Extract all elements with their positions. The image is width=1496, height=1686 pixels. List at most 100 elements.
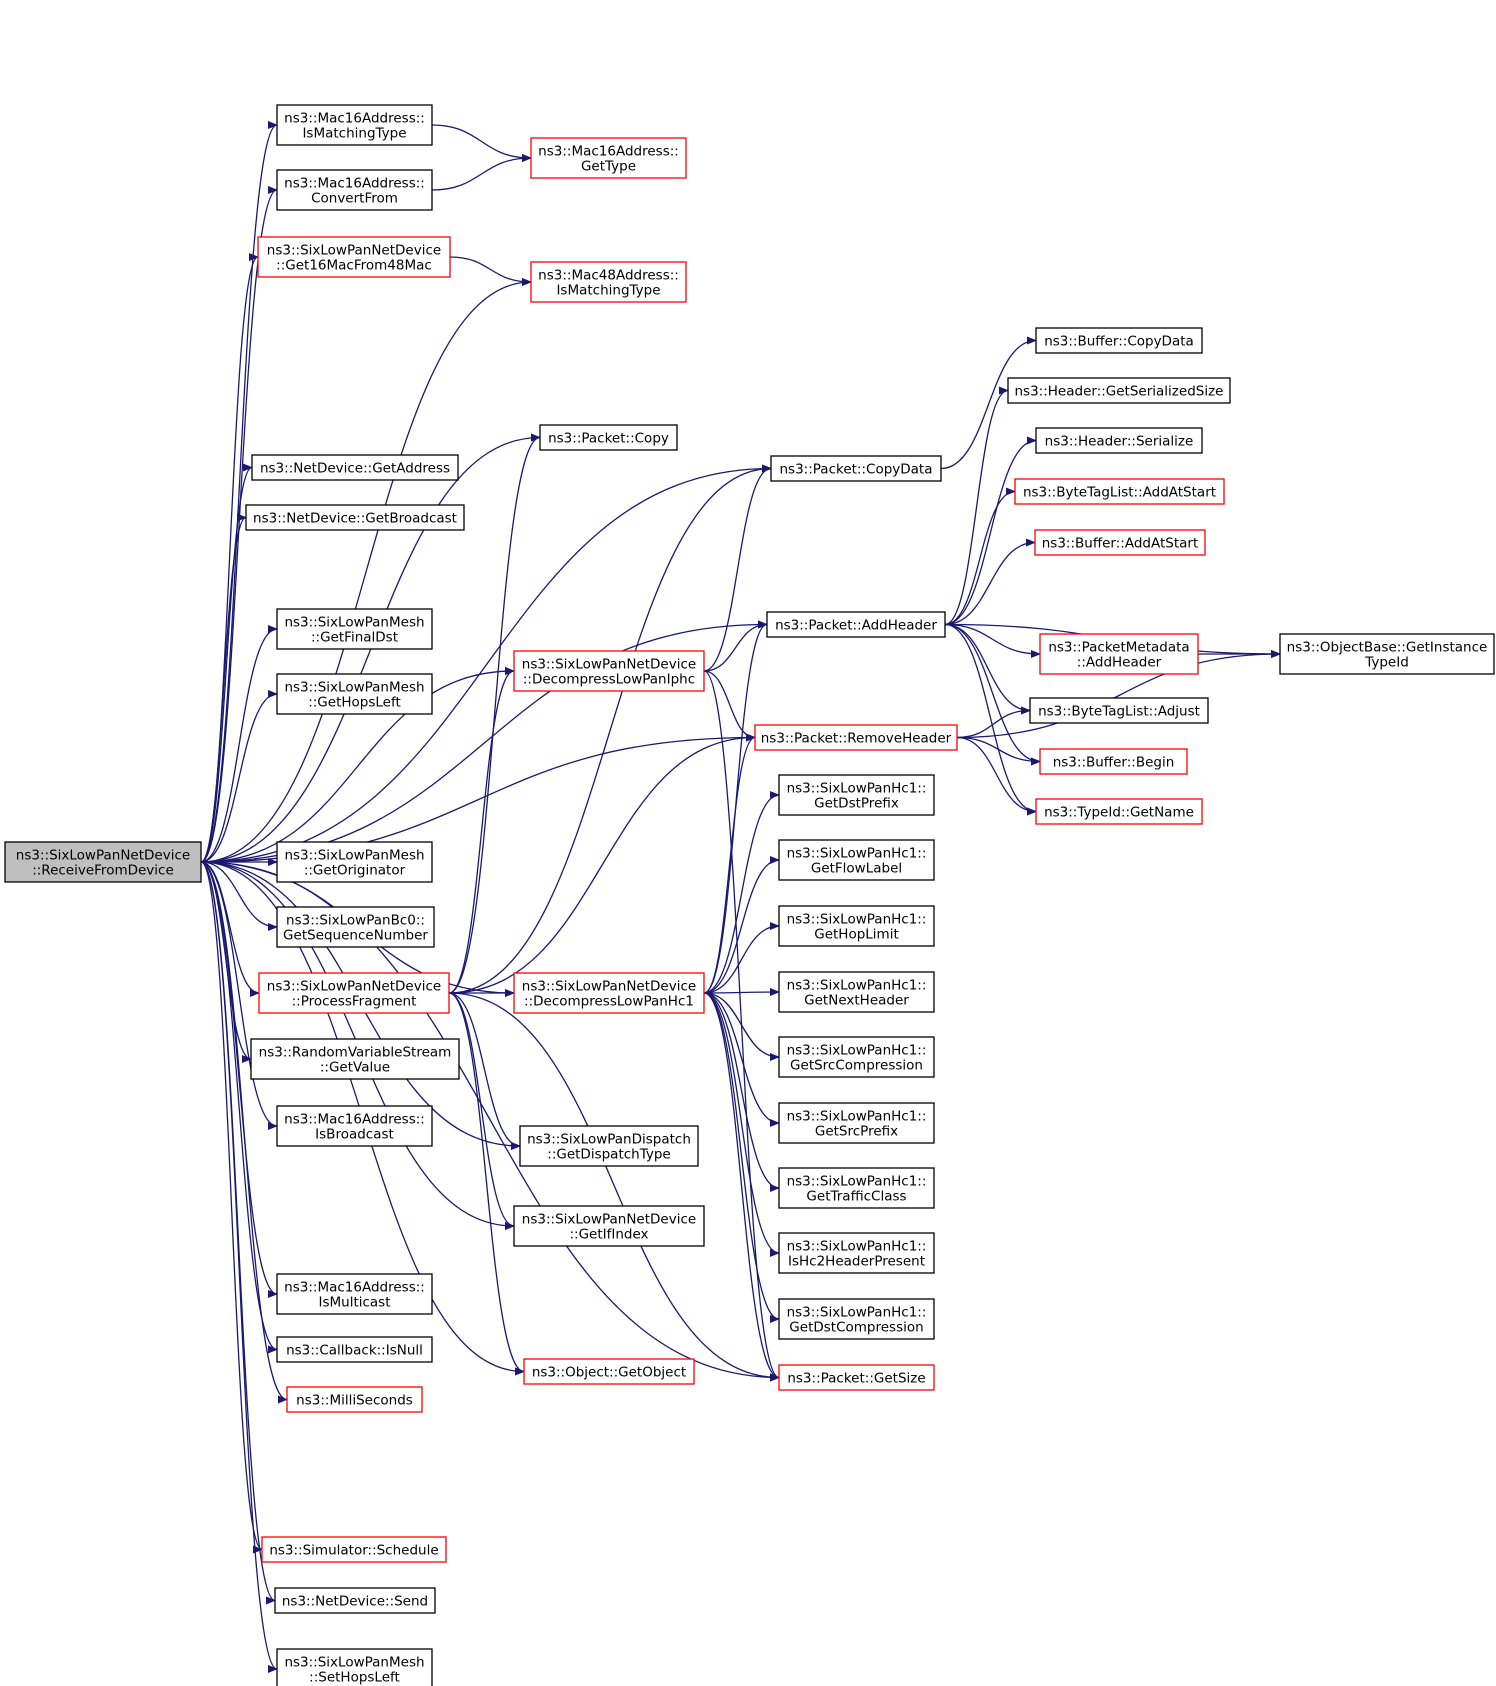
node-hc1-hop-limit[interactable]: ns3::SixLowPanHc1::GetHopLimit	[778, 905, 935, 947]
node-hc1-traffic[interactable]: ns3::SixLowPanHc1::GetTrafficClass	[778, 1167, 935, 1209]
node-hdr-ser-size[interactable]: ns3::Header::GetSerializedSize	[1007, 377, 1231, 404]
node-dispatch-type[interactable]: ns3::SixLowPanDispatch::GetDispatchType	[519, 1125, 699, 1167]
node-btl-adjust[interactable]: ns3::ByteTagList::Adjust	[1029, 697, 1209, 724]
node-box[interactable]	[261, 1536, 447, 1563]
node-m48-is-matching[interactable]: ns3::Mac48Address::IsMatchingType	[530, 261, 687, 303]
node-box[interactable]	[1014, 478, 1225, 505]
node-box[interactable]	[257, 236, 451, 278]
node-pm-add-header[interactable]: ns3::PacketMetadata::AddHeader	[1039, 633, 1199, 675]
node-hc1-src-comp[interactable]: ns3::SixLowPanHc1::GetSrcCompression	[778, 1036, 935, 1078]
node-box[interactable]	[1035, 327, 1203, 354]
node-box[interactable]	[1007, 377, 1231, 404]
node-box[interactable]	[276, 1336, 433, 1363]
node-box[interactable]	[276, 1105, 433, 1147]
node-packet-copy[interactable]: ns3::Packet::Copy	[539, 424, 678, 451]
node-box[interactable]	[513, 1205, 705, 1247]
node-hc1-src-prefix[interactable]: ns3::SixLowPanHc1::GetSrcPrefix	[778, 1102, 935, 1144]
node-box[interactable]	[276, 1273, 433, 1315]
node-m16-get-type[interactable]: ns3::Mac16Address::GetType	[530, 137, 687, 179]
node-sim-schedule[interactable]: ns3::Simulator::Schedule	[261, 1536, 447, 1563]
node-mesh-hops-left[interactable]: ns3::SixLowPanMesh::GetHopsLeft	[276, 673, 433, 715]
node-box[interactable]	[754, 724, 958, 751]
node-box[interactable]	[778, 1232, 935, 1274]
node-box[interactable]	[1279, 633, 1495, 675]
node-hc1-flow-label[interactable]: ns3::SixLowPanHc1::GetFlowLabel	[778, 839, 935, 881]
node-box[interactable]	[1029, 697, 1209, 724]
node-buf-add-at-start[interactable]: ns3::Buffer::AddAtStart	[1034, 529, 1206, 556]
node-box[interactable]	[530, 137, 687, 179]
node-packet-get-size[interactable]: ns3::Packet::GetSize	[778, 1364, 935, 1391]
node-box[interactable]	[250, 1038, 460, 1080]
node-milli-seconds[interactable]: ns3::MilliSeconds	[286, 1386, 423, 1413]
node-box[interactable]	[778, 1036, 935, 1078]
node-box[interactable]	[1035, 427, 1203, 454]
node-net-dev-send[interactable]: ns3::NetDevice::Send	[274, 1587, 436, 1614]
node-box[interactable]	[778, 971, 935, 1013]
node-object-get-object[interactable]: ns3::Object::GetObject	[523, 1358, 695, 1385]
node-box[interactable]	[276, 673, 433, 715]
node-box[interactable]	[274, 1587, 436, 1614]
node-box[interactable]	[778, 1167, 935, 1209]
node-box[interactable]	[251, 454, 459, 481]
node-box[interactable]	[770, 455, 942, 482]
node-get16-mac[interactable]: ns3::SixLowPanNetDevice::Get16MacFrom48M…	[257, 236, 451, 278]
node-box[interactable]	[276, 841, 433, 883]
node-decomp-hc1[interactable]: ns3::SixLowPanNetDevice::DecompressLowPa…	[513, 972, 705, 1014]
node-get-broadcast[interactable]: ns3::NetDevice::GetBroadcast	[245, 504, 465, 531]
node-box[interactable]	[778, 1298, 935, 1340]
node-box[interactable]	[513, 972, 705, 1014]
node-hc1-dst-comp[interactable]: ns3::SixLowPanHc1::GetDstCompression	[778, 1298, 935, 1340]
node-m16-convert[interactable]: ns3::Mac16Address::ConvertFrom	[276, 169, 433, 211]
node-rvs-get-value[interactable]: ns3::RandomVariableStream::GetValue	[250, 1038, 460, 1080]
node-m16-is-multicast[interactable]: ns3::Mac16Address::IsMulticast	[276, 1273, 433, 1315]
node-box[interactable]	[276, 906, 435, 948]
node-box[interactable]	[286, 1386, 423, 1413]
node-box[interactable]	[276, 608, 433, 650]
node-mesh-final-dst[interactable]: ns3::SixLowPanMesh::GetFinalDst	[276, 608, 433, 650]
node-buf-begin[interactable]: ns3::Buffer::Begin	[1039, 748, 1188, 775]
node-process-fragment[interactable]: ns3::SixLowPanNetDevice::ProcessFragment	[258, 972, 450, 1014]
node-box[interactable]	[276, 104, 433, 146]
node-hc1-next-header[interactable]: ns3::SixLowPanHc1::GetNextHeader	[778, 971, 935, 1013]
node-mesh-originator[interactable]: ns3::SixLowPanMesh::GetOriginator	[276, 841, 433, 883]
node-get-address[interactable]: ns3::NetDevice::GetAddress	[251, 454, 459, 481]
node-mesh-set-hops-left[interactable]: ns3::SixLowPanMesh::SetHopsLeft	[276, 1648, 433, 1686]
node-box[interactable]	[778, 1364, 935, 1391]
node-box[interactable]	[276, 169, 433, 211]
node-hc1-hc2-present[interactable]: ns3::SixLowPanHc1::IsHc2HeaderPresent	[778, 1232, 935, 1274]
node-box[interactable]	[4, 841, 202, 883]
node-hc1-dst-prefix[interactable]: ns3::SixLowPanHc1::GetDstPrefix	[778, 774, 935, 816]
node-box[interactable]	[778, 1102, 935, 1144]
node-box[interactable]	[245, 504, 465, 531]
node-box[interactable]	[766, 611, 946, 638]
node-callback-is-null[interactable]: ns3::Callback::IsNull	[276, 1336, 433, 1363]
node-btl-add-at-start[interactable]: ns3::ByteTagList::AddAtStart	[1014, 478, 1225, 505]
node-box[interactable]	[1034, 529, 1206, 556]
node-bc0-seq[interactable]: ns3::SixLowPanBc0::GetSequenceNumber	[276, 906, 435, 948]
node-box[interactable]	[778, 774, 935, 816]
node-box[interactable]	[539, 424, 678, 451]
node-m16-is-broadcast[interactable]: ns3::Mac16Address::IsBroadcast	[276, 1105, 433, 1147]
node-box[interactable]	[258, 972, 450, 1014]
node-root[interactable]: ns3::SixLowPanNetDevice::ReceiveFromDevi…	[4, 841, 202, 883]
node-box[interactable]	[276, 1648, 433, 1686]
node-hdr-serialize[interactable]: ns3::Header::Serialize	[1035, 427, 1203, 454]
node-m16-is-matching[interactable]: ns3::Mac16Address::IsMatchingType	[276, 104, 433, 146]
node-packet-add-header[interactable]: ns3::Packet::AddHeader	[766, 611, 946, 638]
node-get-if-index[interactable]: ns3::SixLowPanNetDevice::GetIfIndex	[513, 1205, 705, 1247]
node-type-id-get-name[interactable]: ns3::TypeId::GetName	[1035, 798, 1203, 825]
node-box[interactable]	[513, 650, 705, 692]
node-box[interactable]	[778, 905, 935, 947]
node-decomp-iphc[interactable]: ns3::SixLowPanNetDevice::DecompressLowPa…	[513, 650, 705, 692]
node-box[interactable]	[523, 1358, 695, 1385]
node-packet-remove-header[interactable]: ns3::Packet::RemoveHeader	[754, 724, 958, 751]
node-box[interactable]	[778, 839, 935, 881]
node-buf-copy-data[interactable]: ns3::Buffer::CopyData	[1035, 327, 1203, 354]
node-packet-copy-data[interactable]: ns3::Packet::CopyData	[770, 455, 942, 482]
node-box[interactable]	[519, 1125, 699, 1167]
node-box[interactable]	[1039, 748, 1188, 775]
node-box[interactable]	[1039, 633, 1199, 675]
node-box[interactable]	[1035, 798, 1203, 825]
node-box[interactable]	[530, 261, 687, 303]
